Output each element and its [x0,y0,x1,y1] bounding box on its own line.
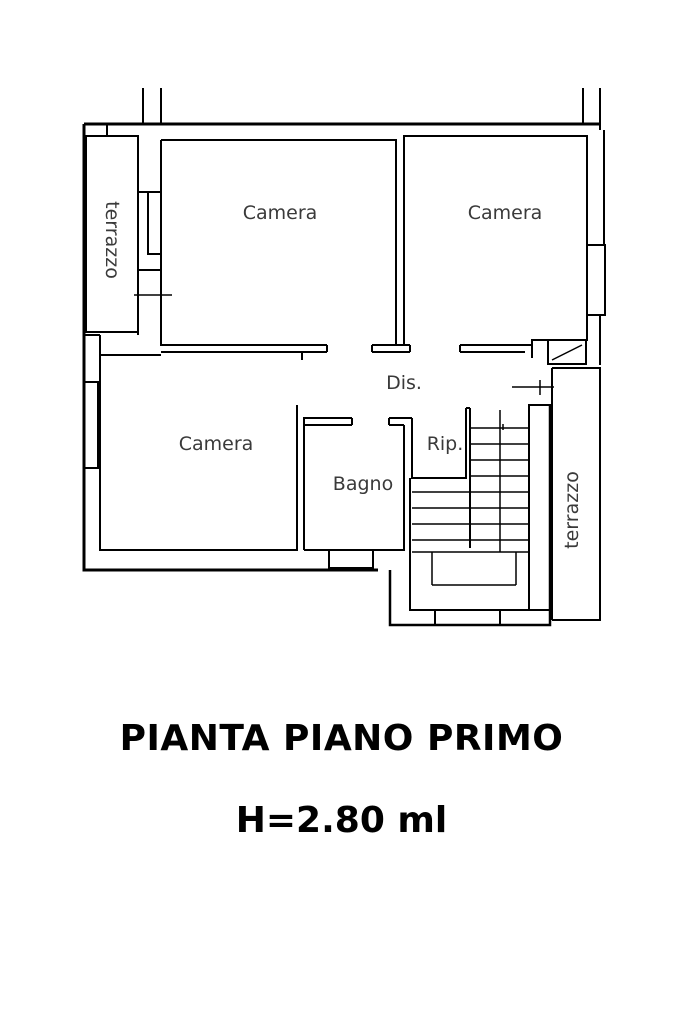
room-label-camera-top-right: Camera [468,202,543,224]
room-label-terrazzo-left: terrazzo [101,201,123,279]
ceiling-height-label: H=2.80 ml [235,800,448,841]
plan-title: PIANTA PIANO PRIMO [119,718,564,759]
stair-treads [412,410,529,586]
room-label-rip: Rip. [427,433,464,455]
floor-plan: Camera Camera Camera Dis. Rip. Bagno ter… [82,88,606,627]
walls [82,88,606,627]
room-label-dis: Dis. [386,372,422,394]
room-label-camera-bottom-left: Camera [179,433,254,455]
room-label-terrazzo-right: terrazzo [561,471,583,549]
room-label-bagno: Bagno [333,473,393,495]
room-label-camera-top-left: Camera [243,202,318,224]
